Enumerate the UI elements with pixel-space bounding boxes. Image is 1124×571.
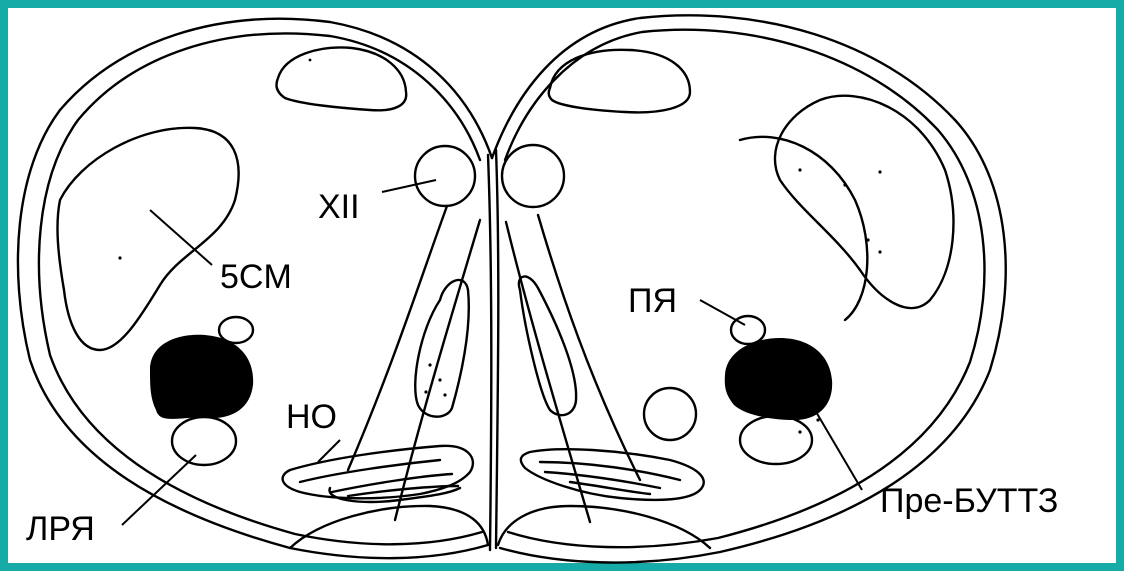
right-olive-circle	[644, 388, 696, 440]
label-5cm: 5CM	[220, 258, 292, 296]
right-dorsal-lobe	[549, 50, 690, 113]
right-trigeminal-inner	[740, 137, 867, 320]
right-olive-fold-1	[540, 462, 680, 480]
left-lrya-circle	[172, 417, 236, 465]
right-lower-circle	[740, 416, 812, 464]
label-no: НО	[286, 398, 337, 436]
leader-pre-butt	[812, 405, 862, 490]
right-xii-nucleus	[502, 145, 564, 207]
right-trigeminal-region	[775, 96, 953, 308]
label-xii: XII	[318, 188, 360, 226]
right-outer-contour	[492, 15, 1006, 562]
left-dorsal-lobe	[276, 47, 406, 110]
right-pyramid-tract	[519, 276, 576, 415]
leader-5cm	[150, 210, 212, 265]
right-pyramid-cap	[498, 506, 710, 548]
right-medial-line-1	[538, 215, 640, 480]
right-olive-outer	[521, 449, 704, 500]
left-small-circle	[219, 317, 253, 343]
leader-pya	[700, 300, 745, 325]
right-medial-line-2	[506, 222, 590, 522]
leader-xii	[382, 180, 436, 192]
midline	[488, 155, 491, 550]
left-xii-nucleus	[415, 146, 475, 206]
leader-lrya	[122, 455, 196, 525]
right-black-nucleus	[725, 338, 832, 420]
midline-2	[496, 150, 498, 548]
label-pre-butt: Пре-БУТТЗ	[880, 482, 1058, 520]
left-olive-outer	[283, 446, 473, 498]
left-medial-line-1	[348, 206, 447, 470]
label-lrya: ЛРЯ	[26, 510, 95, 548]
label-pya: ПЯ	[628, 282, 677, 320]
left-trigeminal-region	[57, 128, 238, 350]
left-pyramid-cap	[290, 506, 488, 548]
left-black-nucleus	[150, 335, 253, 419]
